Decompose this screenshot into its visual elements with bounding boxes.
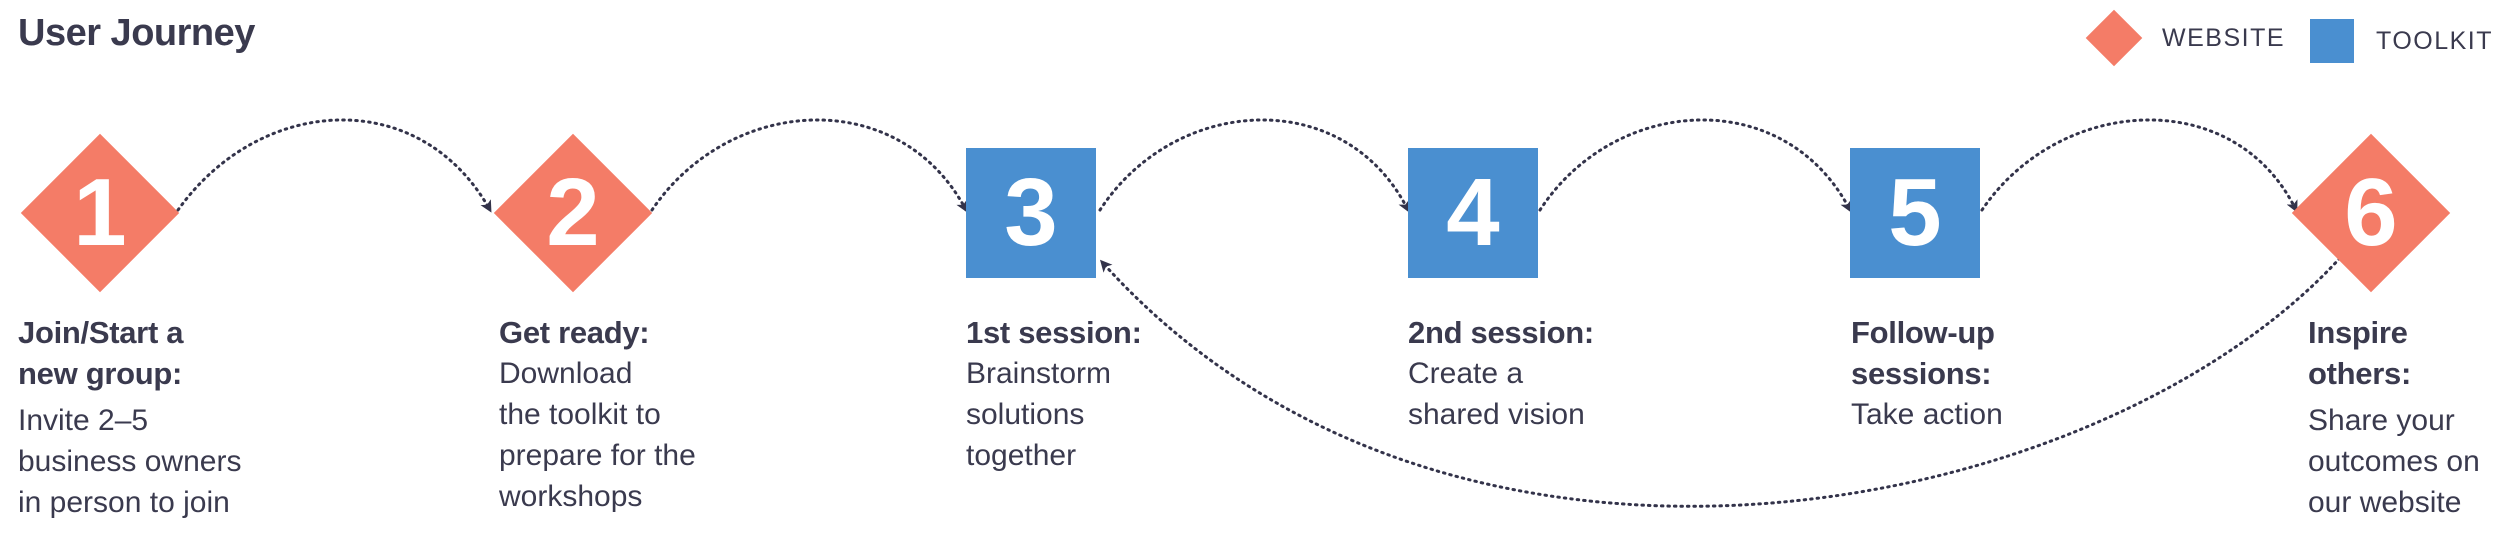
step-2-body-line: prepare for the xyxy=(499,439,696,472)
step-4-body: Create a shared vision xyxy=(1408,353,1594,435)
square-icon xyxy=(2310,19,2354,63)
step-4-body-line: Create a xyxy=(1408,357,1524,390)
step-2-number: 2 xyxy=(546,159,600,266)
legend-website: WEBSITE xyxy=(2085,9,2286,67)
step-6-body-line: outcomes on xyxy=(2308,445,2480,478)
connector-5-6 xyxy=(1980,118,2298,213)
step-1-body-line: business owners xyxy=(18,445,242,478)
step-4-marker: 4 xyxy=(1408,148,1538,278)
connector-4-5 xyxy=(1538,118,1852,213)
step-2-text: Get ready: Download the toolkit to prepa… xyxy=(499,312,696,517)
step-3-body-line: solutions xyxy=(966,398,1085,431)
step-4-heading: 2nd session: xyxy=(1408,312,1594,353)
step-2-heading-line: Get ready: xyxy=(499,315,650,350)
connector-3-4 xyxy=(1098,118,1410,213)
step-6-body: Share your outcomes on our website xyxy=(2308,400,2480,523)
step-5-heading-line: Follow-up xyxy=(1851,315,1995,350)
step-3-square xyxy=(966,148,1096,278)
step-5-number: 5 xyxy=(1888,159,1942,266)
step-6-body-line: Share your xyxy=(2308,404,2455,437)
legend-website-label: WEBSITE xyxy=(2162,23,2286,52)
step-1-body-line: Invite 2–5 xyxy=(18,404,149,437)
step-1-heading: Join/Start a new group: xyxy=(18,312,241,394)
step-5-marker: 5 xyxy=(1850,148,1980,278)
step-3-body: Brainstorm solutions together xyxy=(966,353,1142,476)
step-3-heading: 1st session: xyxy=(966,312,1142,353)
step-4-heading-line: 2nd session: xyxy=(1408,315,1594,350)
step-5-square xyxy=(1850,148,1980,278)
step-1-heading-line: Join/Start a xyxy=(18,315,184,350)
step-3-number: 3 xyxy=(1004,159,1058,266)
step-1-text: Join/Start a new group: Invite 2–5 busin… xyxy=(18,312,241,523)
step-3-body-line: Brainstorm xyxy=(966,357,1112,390)
step-2-marker: 2 xyxy=(493,133,653,293)
step-2-body: Download the toolkit to prepare for the … xyxy=(499,353,696,517)
step-1-heading-line: new group: xyxy=(18,356,183,391)
step-2-body-line: workshops xyxy=(499,480,643,513)
step-2-heading: Get ready: xyxy=(499,312,696,353)
step-3-body-line: together xyxy=(966,439,1077,472)
step-1-body-line: in person to join xyxy=(18,486,230,519)
step-5-heading-line: sessions: xyxy=(1851,356,1992,391)
step-6-marker: 6 xyxy=(2291,133,2451,293)
step-6-heading-line: others: xyxy=(2308,356,2411,391)
step-4-number: 4 xyxy=(1446,159,1500,266)
step-4-square xyxy=(1408,148,1538,278)
step-3-text: 1st session: Brainstorm solutions togeth… xyxy=(966,312,1142,476)
step-5-heading: Follow-up sessions: xyxy=(1851,312,2003,394)
step-3-heading-line: 1st session: xyxy=(966,315,1142,350)
step-5-body: Take action xyxy=(1851,394,2003,435)
step-3-marker: 3 xyxy=(966,148,1096,278)
legend-toolkit: TOOLKIT xyxy=(2310,19,2493,63)
step-6-number: 6 xyxy=(2344,159,2398,266)
connector-1-2 xyxy=(176,118,492,213)
step-2-body-line: Download xyxy=(499,357,633,390)
step-6-heading: Inspire others: xyxy=(2308,312,2480,394)
step-5-text: Follow-up sessions: Take action xyxy=(1851,312,2003,435)
step-6-text: Inspire others: Share your outcomes on o… xyxy=(2308,312,2480,523)
legend-toolkit-label: TOOLKIT xyxy=(2376,26,2494,55)
page-title: User Journey xyxy=(18,12,255,54)
step-1-marker: 1 xyxy=(20,133,180,293)
connector-6-3 xyxy=(1099,256,2342,508)
connector-2-3 xyxy=(650,118,968,213)
step-4-text: 2nd session: Create a shared vision xyxy=(1408,312,1594,435)
step-4-body-line: shared vision xyxy=(1408,398,1585,431)
step-6-body-line: our website xyxy=(2308,486,2462,519)
step-5-body-line: Take action xyxy=(1851,398,2003,431)
step-1-body: Invite 2–5 business owners in person to … xyxy=(18,400,241,523)
step-2-body-line: the toolkit to xyxy=(499,398,661,431)
step-1-number: 1 xyxy=(73,159,127,266)
step-6-heading-line: Inspire xyxy=(2308,315,2408,350)
